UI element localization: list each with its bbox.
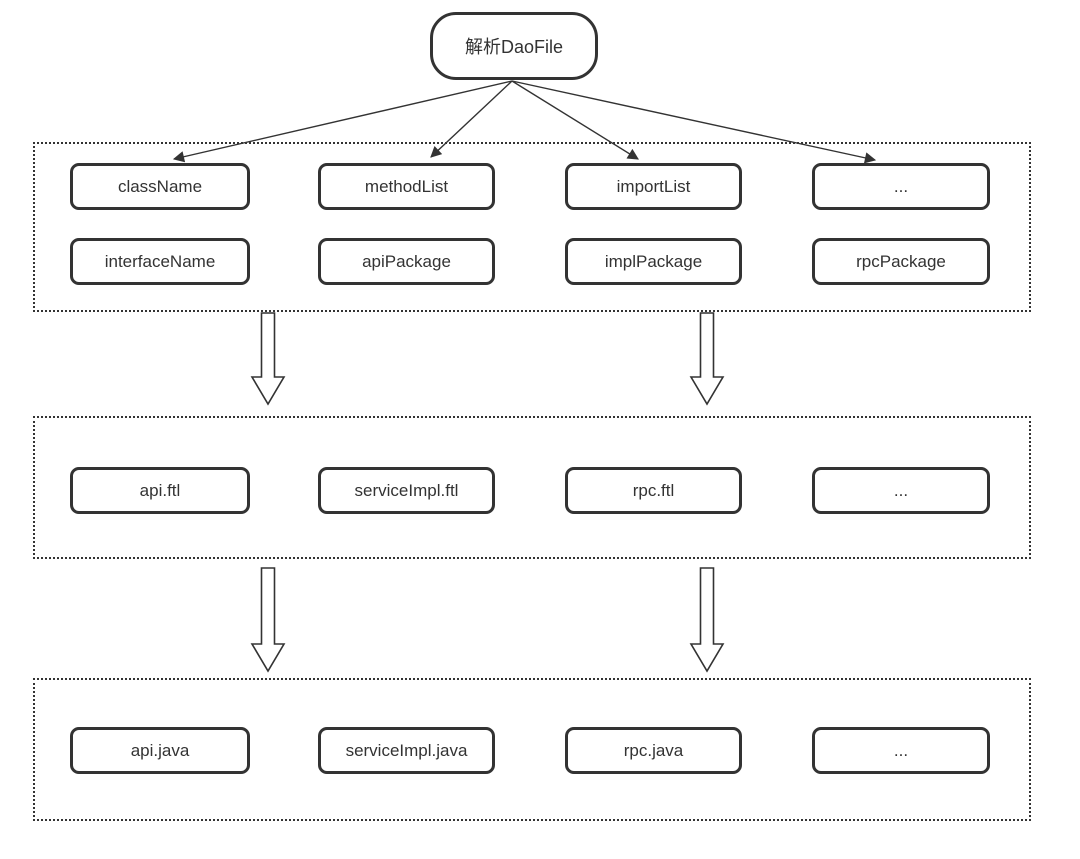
fan-arrow-methodlist (430, 80, 513, 158)
fan-arrow-importlist (511, 80, 639, 160)
node-label: importList (616, 176, 691, 196)
node-rpcpackage: rpcPackage (812, 238, 990, 285)
node-ellipsis-attributes: ... (812, 163, 990, 210)
node-interfacename: interfaceName (70, 238, 250, 285)
node-label: implPackage (604, 251, 703, 271)
node-serviceimpl-java: serviceImpl.java (318, 727, 495, 774)
flow-arrow-right-2 (689, 567, 725, 673)
node-label: ... (893, 176, 909, 196)
fan-arrow-classname (172, 80, 513, 163)
node-ellipsis-generated: ... (812, 727, 990, 774)
flow-arrow-right-1 (689, 312, 725, 406)
node-label: apiPackage (362, 251, 451, 271)
node-label: rpcPackage (856, 251, 946, 271)
parsed-attributes-group (33, 142, 1031, 312)
node-label: ... (893, 480, 909, 500)
node-label: serviceImpl.ftl (354, 480, 459, 500)
node-rpc-ftl: rpc.ftl (565, 467, 742, 514)
flow-arrow-left-2 (250, 567, 286, 673)
node-apipackage: apiPackage (318, 238, 495, 285)
node-label: rpc.ftl (632, 480, 675, 500)
node-api-ftl: api.ftl (70, 467, 250, 514)
node-implpackage: implPackage (565, 238, 742, 285)
node-serviceimpl-ftl: serviceImpl.ftl (318, 467, 495, 514)
node-label: methodList (364, 176, 449, 196)
node-label: ... (893, 740, 909, 760)
node-classname: className (70, 163, 250, 210)
node-ellipsis-templates: ... (812, 467, 990, 514)
node-rpc-java: rpc.java (565, 727, 742, 774)
node-parse-daofile-label: 解析DaoFile (464, 37, 564, 57)
flow-arrow-left-1 (250, 312, 286, 406)
fan-arrow-ellipsis (511, 80, 877, 164)
node-label: className (117, 176, 203, 196)
node-label: serviceImpl.java (345, 740, 468, 760)
node-parse-daofile: 解析DaoFile (430, 12, 598, 80)
node-label: interfaceName (104, 251, 216, 271)
node-label: api.ftl (139, 480, 181, 500)
node-api-java: api.java (70, 727, 250, 774)
node-methodlist: methodList (318, 163, 495, 210)
generated-files-group (33, 678, 1031, 821)
node-label: api.java (130, 740, 190, 760)
node-label: rpc.java (623, 740, 684, 760)
node-importlist: importList (565, 163, 742, 210)
template-files-group (33, 416, 1031, 559)
